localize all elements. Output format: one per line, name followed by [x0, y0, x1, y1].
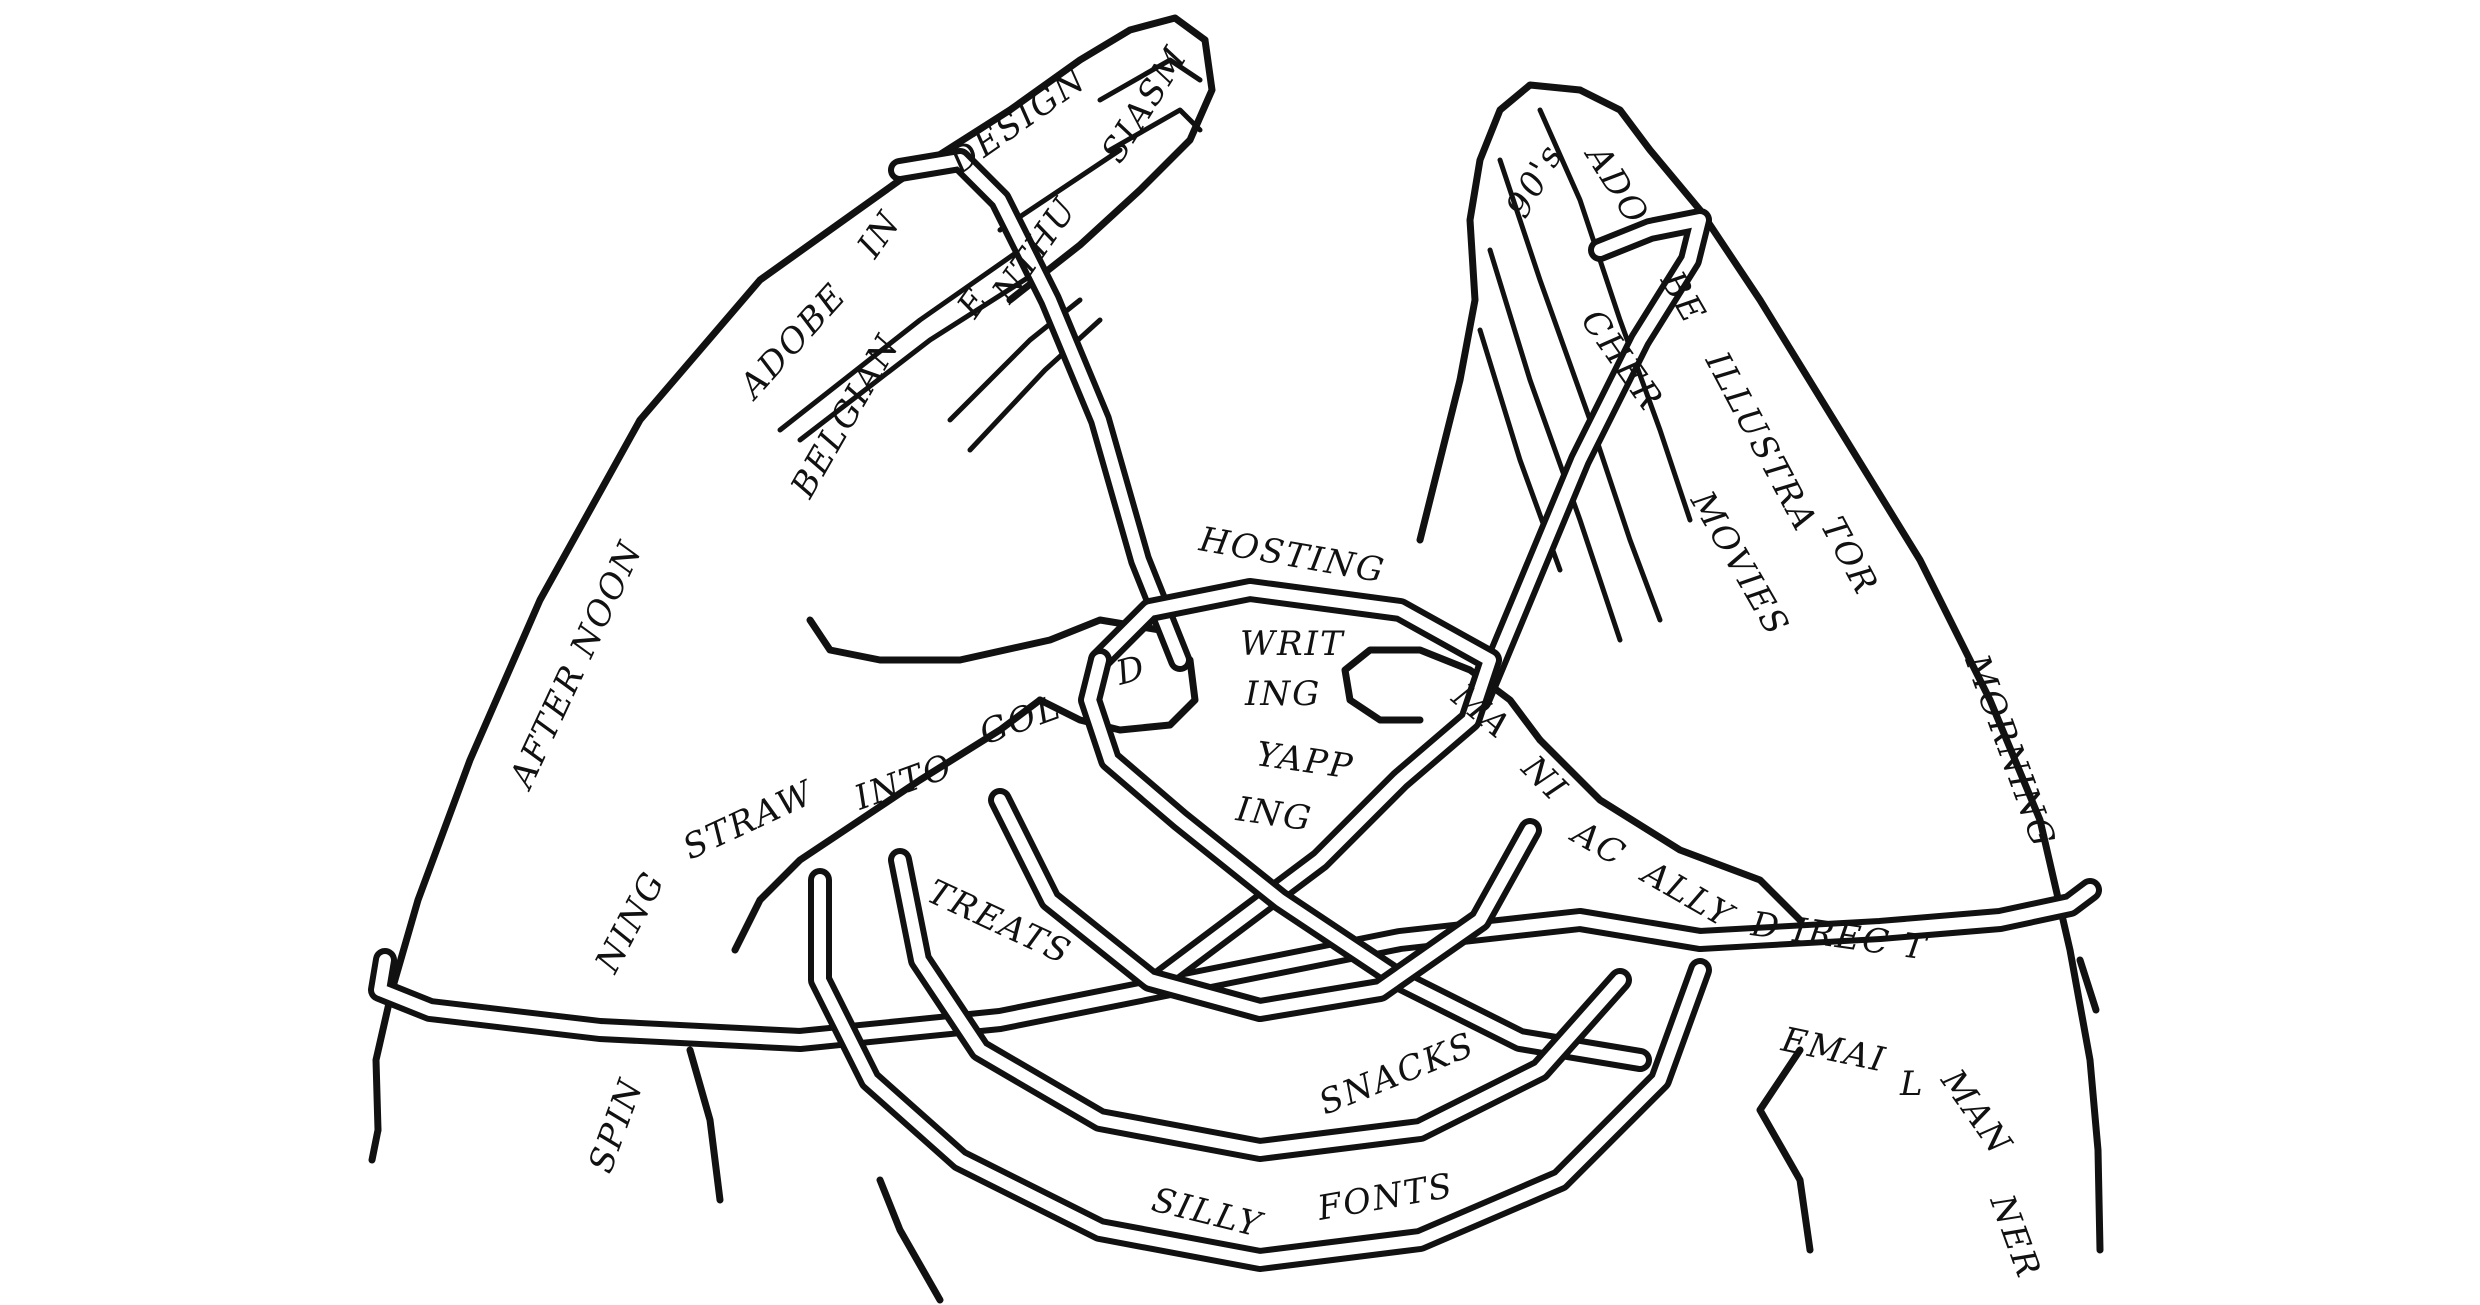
string-cord	[368, 148, 2102, 1272]
label-ni: NI	[1513, 747, 1575, 809]
label-tor: TOR	[1812, 510, 1886, 601]
label-into: INTO	[848, 746, 958, 819]
label-l: L	[1899, 1064, 1925, 1104]
label-ning: NING	[587, 865, 674, 980]
label-ner: NER	[1981, 1188, 2048, 1284]
label-ing-2: ING	[1233, 789, 1315, 839]
label-emai: EMAI	[1777, 1019, 1890, 1080]
label-writ: WRIT	[1240, 624, 1345, 664]
label-man: MAN	[1932, 1061, 2020, 1163]
label-ac: AC	[1563, 812, 1633, 875]
left-hand-drawing	[368, 14, 1216, 1304]
label-afternoon: AFTER NOON	[501, 535, 651, 797]
label-fonts: FONTS	[1314, 1166, 1457, 1229]
right-hand-labels: ADO 90's BE CHER ILLUSTRA TOR MOVIES MOR…	[1443, 136, 2063, 1284]
label-yapp: YAPP	[1254, 734, 1357, 787]
label-straw: STRAW	[677, 772, 821, 868]
label-gol: GOL	[974, 687, 1066, 753]
label-morning: MORNING	[1956, 648, 2063, 853]
label-design: DESIGN	[941, 59, 1094, 183]
label-spin: SPIN	[581, 1073, 652, 1178]
label-hosting: HOSTING	[1195, 519, 1388, 591]
label-d: D	[1111, 647, 1151, 693]
label-ing-1: ING	[1244, 674, 1321, 714]
label-direct: D IREC T	[1748, 904, 1931, 968]
